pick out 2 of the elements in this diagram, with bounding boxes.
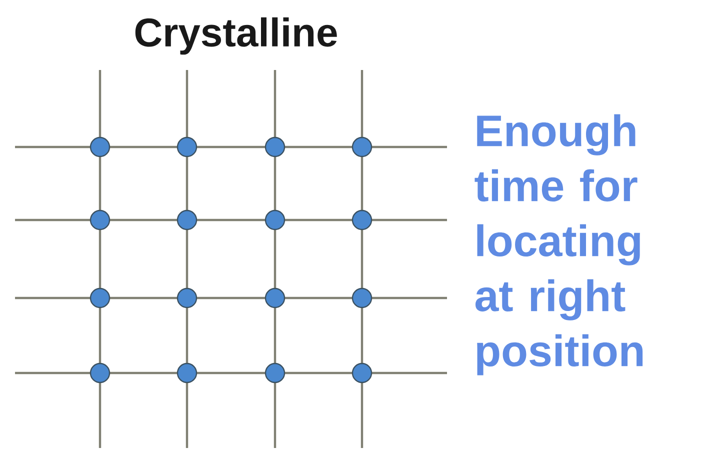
title: Crystalline <box>135 17 337 55</box>
note-text: Enough time for locating at right position <box>474 114 643 376</box>
